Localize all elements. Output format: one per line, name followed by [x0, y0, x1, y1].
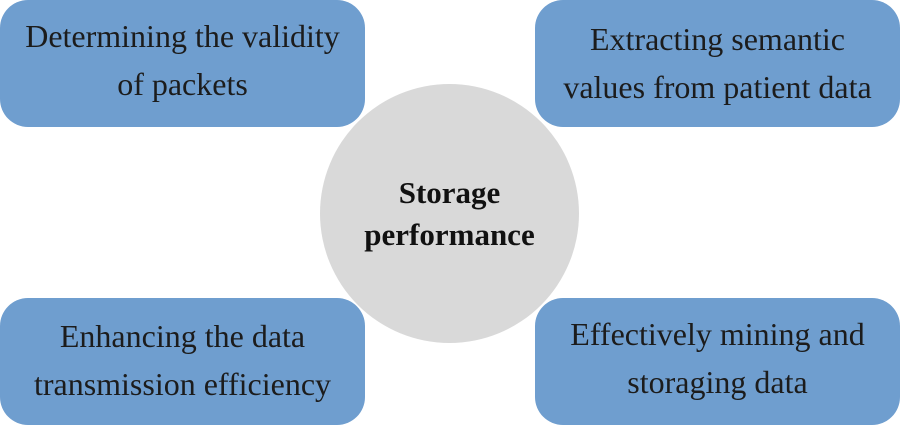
center-circle: Storage performance: [320, 84, 579, 343]
node-determining-validity: Determining the validity of packets: [0, 0, 365, 127]
node-enhancing-transmission: Enhancing the data transmission efficien…: [0, 298, 365, 425]
node-label: Enhancing the data transmission efficien…: [33, 317, 332, 402]
node-label: Determining the validity of packets: [25, 17, 340, 102]
node-extracting-semantic-values: Extracting semantic values from patient …: [535, 0, 900, 127]
node-mining-storaging-data: Effectively mining and storaging data: [535, 298, 900, 425]
node-label: Extracting semantic values from patient …: [563, 20, 872, 105]
center-label: Storage performance: [364, 174, 535, 252]
node-label: Effectively mining and storaging data: [570, 315, 865, 400]
